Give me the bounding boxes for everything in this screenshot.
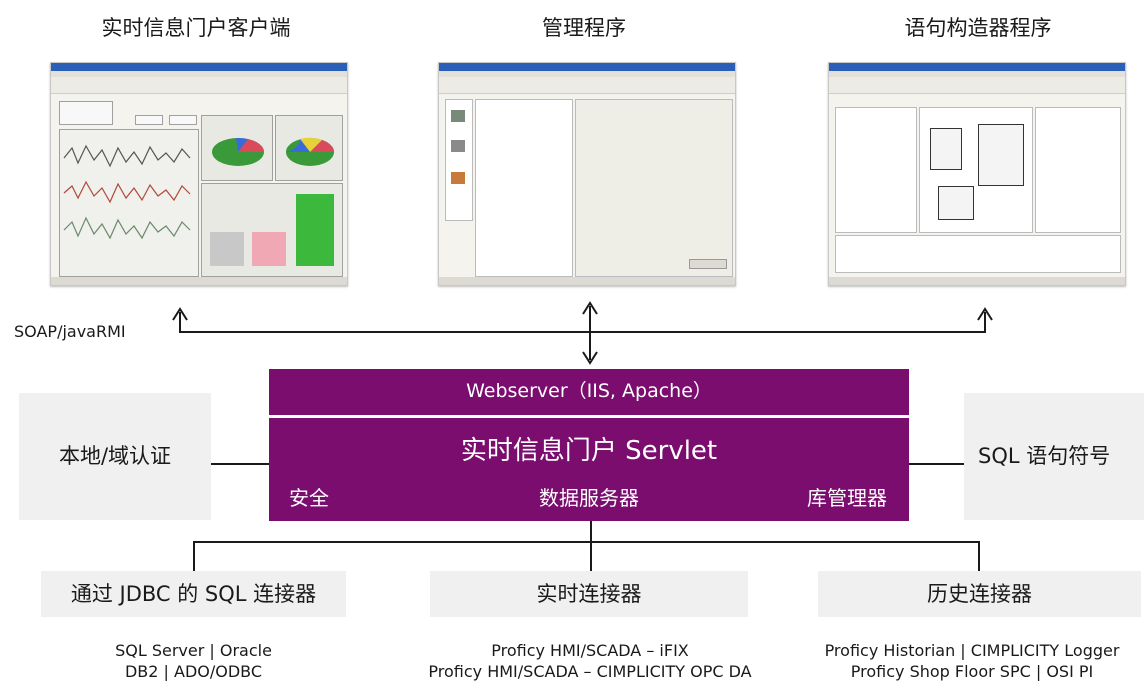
admin-screenshot xyxy=(438,62,736,286)
left-connector-line xyxy=(211,463,269,465)
bus-leg-left xyxy=(193,541,195,571)
client-title: 实时信息门户客户端 xyxy=(101,16,291,40)
detail-line: DB2 | ADO/ODBC xyxy=(124,662,263,681)
detail-line: Proficy Historian | CIMPLICITY Logger xyxy=(824,641,1120,660)
detail-line: SQL Server | Oracle xyxy=(115,641,272,660)
realtime-connector-detail: Proficy HMI/SCADA – iFIX Proficy HMI/SCA… xyxy=(380,640,800,682)
detail-line: Proficy Shop Floor SPC | OSI PI xyxy=(850,662,1094,681)
protocol-label: SOAP/javaRMI xyxy=(14,322,126,341)
module-data-server: 数据服务器 xyxy=(539,486,639,510)
local-domain-auth-box: 本地/域认证 xyxy=(19,393,211,520)
servlet-label: 实时信息门户 Servlet xyxy=(460,436,718,466)
servlet-block: 实时信息门户 Servlet 安全 数据服务器 库管理器 xyxy=(269,418,909,521)
sql-connector-box: 通过 JDBC 的 SQL 连接器 xyxy=(41,571,346,617)
sql-connector-detail: SQL Server | Oracle DB2 | ADO/ODBC xyxy=(41,640,346,682)
webserver-label: Webserver（IIS, Apache） xyxy=(466,380,712,402)
client-screenshot xyxy=(50,62,348,286)
historian-connector-box: 历史连接器 xyxy=(818,571,1141,617)
bus-horizontal xyxy=(193,541,980,543)
bus-leg-center xyxy=(590,541,592,571)
bus-leg-right xyxy=(978,541,980,571)
module-library-manager: 库管理器 xyxy=(807,486,887,510)
module-security: 安全 xyxy=(289,486,329,510)
sql-statement-box: SQL 语句符号 xyxy=(964,393,1144,520)
webserver-bar: Webserver（IIS, Apache） xyxy=(269,369,909,415)
right-connector-line xyxy=(909,463,964,465)
detail-line: Proficy HMI/SCADA – iFIX xyxy=(491,641,689,660)
realtime-connector-box: 实时连接器 xyxy=(430,571,748,617)
detail-line: Proficy HMI/SCADA – CIMPLICITY OPC DA xyxy=(428,662,752,681)
historian-connector-detail: Proficy Historian | CIMPLICITY Logger Pr… xyxy=(800,640,1144,682)
query-builder-title: 语句构造器程序 xyxy=(904,16,1052,40)
bus-drop xyxy=(590,521,592,542)
admin-title: 管理程序 xyxy=(542,16,626,40)
query-builder-screenshot xyxy=(828,62,1126,286)
